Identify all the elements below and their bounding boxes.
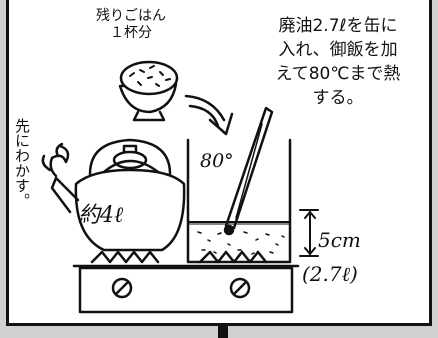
oil-volume-label: (2.7ℓ) [302, 262, 358, 286]
rice-label-line2: １杯分 [110, 25, 152, 41]
boil-water-label: 先にわかす。 [13, 118, 31, 208]
kettle-volume-label: 約4ℓ [78, 203, 124, 228]
instruction-line2: 入れ、御飯を加 [278, 40, 398, 60]
oil-can-icon [186, 138, 292, 264]
arrow-icon [184, 94, 234, 136]
thermometer-icon [223, 106, 274, 236]
rice-bowl-icon [118, 60, 179, 122]
instruction-line3: えて80℃まで熱 [275, 64, 401, 84]
instruction-line1: 廃油2.7ℓを缶に [278, 16, 398, 36]
rice-label: 残りごはん １杯分 [92, 8, 170, 42]
instruction-text: 廃油2.7ℓを缶に 入れ、御飯を加 えて80℃まで熱 する。 [250, 14, 426, 110]
depth-dimension-icon [299, 209, 319, 257]
kettle-icon [41, 138, 186, 252]
oil-depth-label: 5cm [318, 228, 361, 252]
rice-label-line1: 残りごはん [96, 8, 166, 24]
edge-mark [218, 326, 228, 338]
temperature-label: 80° [200, 150, 234, 172]
instruction-line4: する。 [312, 88, 364, 108]
stove-icon [72, 250, 300, 314]
